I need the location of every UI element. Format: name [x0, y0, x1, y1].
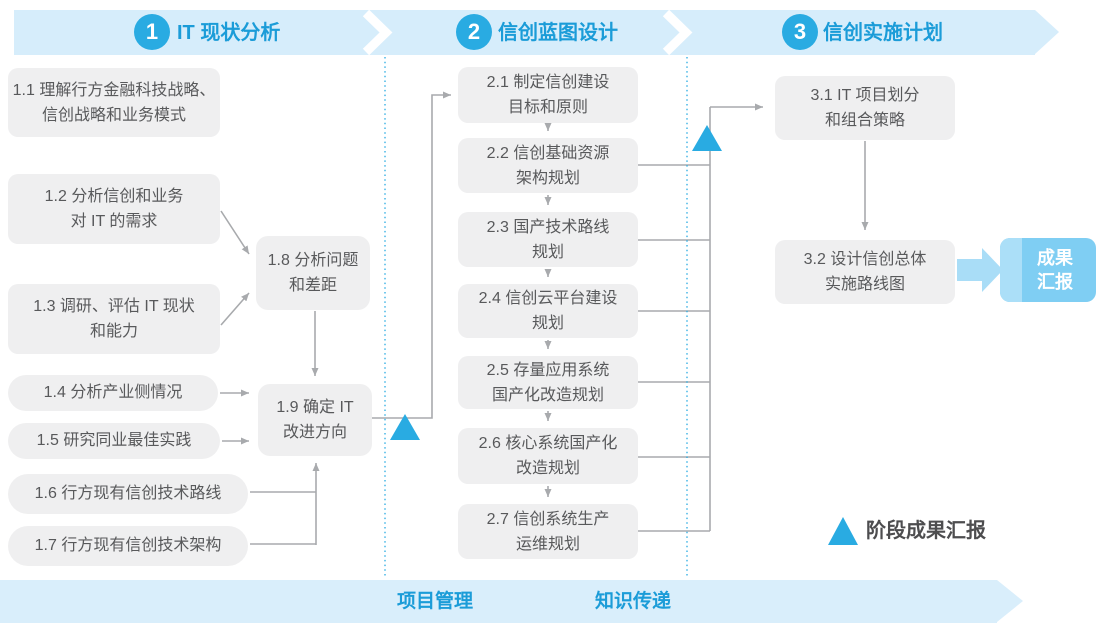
box-1-8: 1.8 分析问题 和差距: [256, 236, 370, 310]
result-box-left-strip: [1000, 238, 1022, 302]
bottom-support-band: [0, 580, 997, 623]
box-2-5: 2.5 存量应用系统 国产化改造规划: [458, 356, 638, 409]
phase-1-number-badge: 1: [134, 14, 170, 50]
legend-triangle-icon: [828, 517, 858, 545]
phase-2-number-badge: 2: [456, 14, 492, 50]
chunky-arrow-3-2-to-result: [957, 248, 1003, 292]
box-2-3: 2.3 国产技术路线 规划: [458, 212, 638, 267]
legend-label: 阶段成果汇报: [866, 520, 986, 542]
box-3-2: 3.2 设计信创总体 实施路线图: [775, 240, 955, 304]
phase-1-number: 1: [145, 19, 159, 44]
footer-knowledge-transfer-label: 知识传递: [595, 591, 672, 612]
footer-project-management-label: 项目管理: [397, 591, 474, 612]
bottom-band-arrow-tip: [997, 580, 1023, 622]
box-2-2: 2.2 信创基础资源 架构规划: [458, 138, 638, 193]
milestone-triangle-icon-phase1: [390, 414, 420, 440]
box-2-6: 2.6 核心系统国产化 改造规划: [458, 428, 638, 484]
phase-3-title: 信创实施计划: [823, 22, 943, 44]
box-1-9: 1.9 确定 IT 改进方向: [258, 384, 372, 456]
box-1-4: 1.4 分析产业侧情况: [8, 375, 218, 411]
box-1-3: 1.3 调研、评估 IT 现状 和能力: [8, 284, 220, 354]
phase-2-number: 2: [467, 19, 481, 44]
phase-3-number: 3: [793, 19, 807, 44]
connector-1-9-to-2-1: [372, 91, 451, 419]
milestone-triangle-icon-phase2: [692, 125, 722, 151]
box-1-6: 1.6 行方现有信创技术路线: [8, 474, 248, 514]
band-chevron-separator-2: [662, 9, 693, 56]
band-chevron-separator-1: [362, 9, 393, 56]
top-phase-band: [14, 10, 1035, 55]
box-1-1: 1.1 理解行方金融科技战略、 信创战略和业务模式: [8, 68, 220, 137]
box-2-7: 2.7 信创系统生产 运维规划: [458, 504, 638, 559]
top-band-arrow-tip: [1035, 10, 1059, 54]
box-1-7: 1.7 行方现有信创技术架构: [8, 526, 248, 566]
result-report-label: 成果 汇报: [1037, 248, 1073, 292]
connector-1-2-to-1-8: [220, 210, 250, 255]
result-report-box: 成果 汇报: [1000, 238, 1096, 302]
box-3-1: 3.1 IT 项目划分 和组合策略: [775, 76, 955, 140]
box-1-2: 1.2 分析信创和业务 对 IT 的需求: [8, 174, 220, 244]
box-2-1: 2.1 制定信创建设 目标和原则: [458, 67, 638, 123]
connector-1-3-to-1-8: [220, 292, 250, 326]
box-2-4: 2.4 信创云平台建设 规划: [458, 284, 638, 338]
box-1-5: 1.5 研究同业最佳实践: [8, 423, 220, 459]
phase-1-title: IT 现状分析: [177, 22, 281, 44]
phase-2-title: 信创蓝图设计: [498, 22, 618, 44]
phase-3-number-badge: 3: [782, 14, 818, 50]
